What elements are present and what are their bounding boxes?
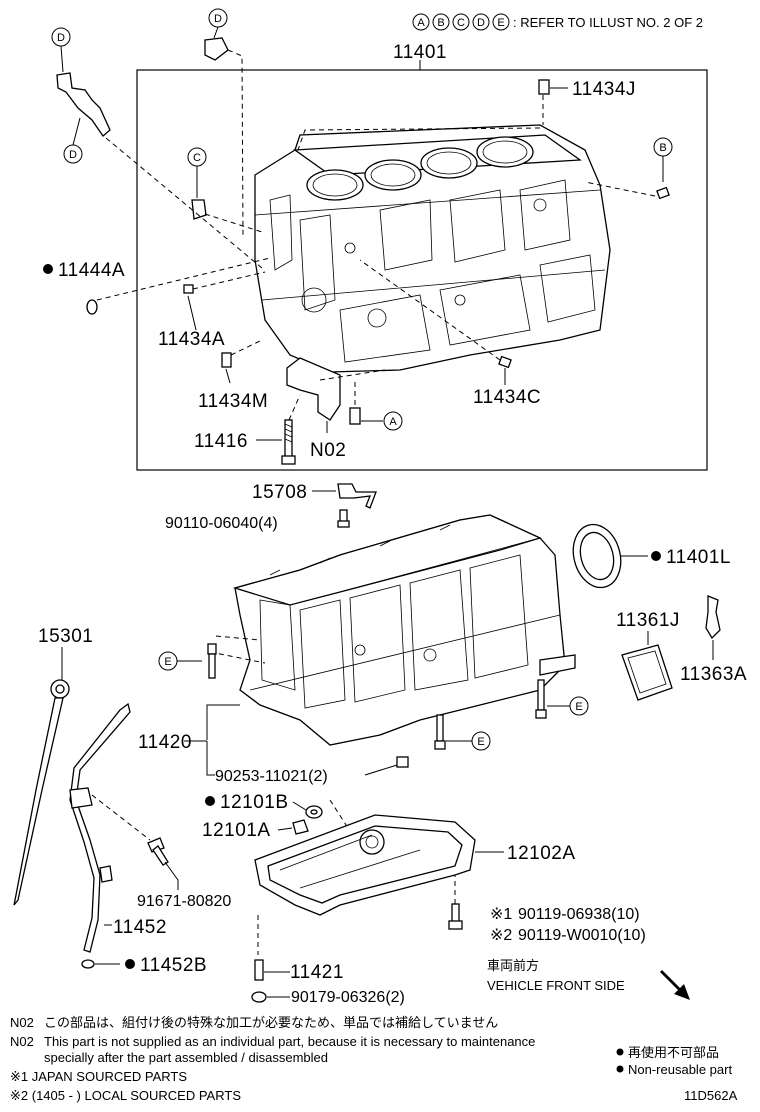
bolt-e1[interactable] xyxy=(207,643,217,679)
cylinder-block[interactable] xyxy=(254,124,611,373)
bearing-cap-n02[interactable] xyxy=(286,357,341,421)
part-11363a[interactable]: 11363A xyxy=(680,664,747,685)
plug-90253[interactable] xyxy=(396,756,409,768)
ref-letter-d: D xyxy=(477,17,485,29)
note-n02-en-line2: specially after the part assembled / dis… xyxy=(44,1050,328,1065)
part-15301[interactable]: 15301 xyxy=(38,626,93,647)
note-japan-sourced: ※1 JAPAN SOURCED PARTS xyxy=(10,1069,187,1084)
part-91671[interactable]: 91671-80820 xyxy=(137,893,231,910)
part-11361j[interactable]: 11361J xyxy=(616,610,680,631)
part-11421[interactable]: 11421 xyxy=(290,962,344,983)
bolt-91671[interactable] xyxy=(147,837,169,866)
ref-letter-b: B xyxy=(437,17,444,29)
drain-plug-11421[interactable] xyxy=(254,959,264,981)
dipstick-guide-11452[interactable] xyxy=(69,702,131,953)
ref-letter-c: C xyxy=(457,17,465,29)
oring-11444a[interactable] xyxy=(86,299,98,315)
part-11452b[interactable]: 11452B xyxy=(140,955,207,976)
ref-e1: E xyxy=(164,656,171,668)
crankcase-11420[interactable] xyxy=(232,514,576,746)
part-11434a[interactable]: 11434A xyxy=(158,329,225,350)
mark-kome1: ※1 xyxy=(490,906,512,923)
part-12102a[interactable]: 12102A xyxy=(507,843,576,864)
part-11434j[interactable]: 11434J xyxy=(572,79,636,100)
ref-c: C xyxy=(193,152,201,164)
note-n02-jp: この部品は、組付け後の特殊な加工が必要なため、単品では補給していません xyxy=(44,1015,498,1030)
part-11401[interactable]: 11401 xyxy=(393,42,447,63)
oil-pan-12102a[interactable] xyxy=(254,814,476,916)
part-11420[interactable]: 11420 xyxy=(138,732,192,753)
part-90110[interactable]: 90110-06040(4) xyxy=(165,515,278,532)
plug-12101a[interactable] xyxy=(292,819,309,835)
part-n02[interactable]: N02 xyxy=(310,440,346,461)
mark-kome2: ※2 xyxy=(490,927,512,944)
ref-b: B xyxy=(659,142,666,154)
bolt-90119[interactable] xyxy=(448,903,463,930)
part-90119-w0010[interactable]: 90119-W0010(10) xyxy=(518,927,646,944)
ref-letter-e: E xyxy=(497,17,504,29)
illust-code: 11D562A xyxy=(684,1088,738,1103)
part-90179[interactable]: 90179-06326(2) xyxy=(291,989,405,1006)
note-n02-en-code: N02 xyxy=(10,1034,34,1049)
ref-d-left: D xyxy=(69,149,77,161)
note-local-sourced: ※2 (1405 - ) LOCAL SOURCED PARTS xyxy=(10,1088,241,1103)
cylinder-block-frame xyxy=(136,69,708,471)
plate-11363a[interactable] xyxy=(705,595,721,640)
part-11452[interactable]: 11452 xyxy=(113,917,167,938)
legend-jp: 再使用不可部品 xyxy=(628,1045,719,1060)
legend-dot-icon xyxy=(616,1048,624,1056)
part-90253[interactable]: 90253-11021(2) xyxy=(215,768,328,785)
ref-e2: E xyxy=(575,701,582,713)
bolt-90110[interactable] xyxy=(337,509,350,528)
non-reusable-dot xyxy=(43,264,53,274)
note-n02-en-line1: This part is not supplied as an individu… xyxy=(44,1034,535,1049)
header-ref-letters: A B C D E xyxy=(412,13,510,31)
part-11444a[interactable]: 11444A xyxy=(58,260,125,281)
ref-d-top: D xyxy=(214,13,222,25)
part-11416[interactable]: 11416 xyxy=(194,431,248,452)
part-11434c[interactable]: 11434C xyxy=(473,387,541,408)
part-11434m[interactable]: 11434M xyxy=(198,391,268,412)
ref-letter-a: A xyxy=(417,17,425,29)
note-n02-jp-code: N02 xyxy=(10,1015,34,1030)
vehicle-front-jp: 車両前方 xyxy=(487,958,539,973)
oring-11452b[interactable] xyxy=(81,959,95,969)
bolt-11416[interactable] xyxy=(281,419,296,465)
legend-en: Non-reusable part xyxy=(628,1062,732,1077)
bolt-e3[interactable] xyxy=(434,714,446,750)
part-15708[interactable]: 15708 xyxy=(252,482,307,503)
part-90119-06938[interactable]: 90119-06938(10) xyxy=(518,906,640,923)
refer-illust-text: : REFER TO ILLUST NO. 2 OF 2 xyxy=(513,15,703,30)
part-12101b[interactable]: 12101B xyxy=(220,792,289,813)
ref-d-left-top: D xyxy=(57,32,65,44)
oil-seal-11401l[interactable] xyxy=(567,519,628,593)
gasket-90179[interactable] xyxy=(251,991,267,1003)
oil-nozzle-15708[interactable] xyxy=(337,483,377,509)
ref-a: A xyxy=(389,416,397,428)
ref-e3: E xyxy=(477,736,484,748)
part-11401l[interactable]: 11401L xyxy=(666,547,731,568)
dowel-11434j[interactable] xyxy=(538,79,550,95)
dipstick-15301[interactable] xyxy=(13,679,70,906)
vehicle-front-arrow-icon xyxy=(660,970,690,1000)
vehicle-front-en: VEHICLE FRONT SIDE xyxy=(487,978,625,993)
part-12101a[interactable]: 12101A xyxy=(202,820,271,841)
bolt-e2[interactable] xyxy=(535,679,547,719)
